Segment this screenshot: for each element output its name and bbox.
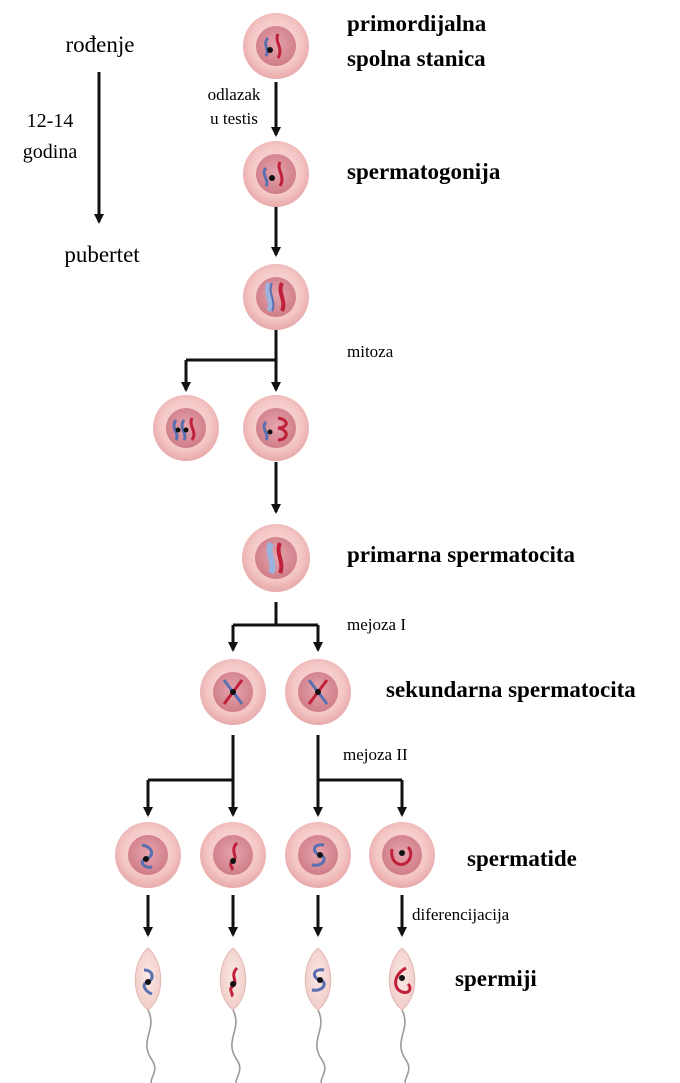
sperm-2 — [219, 947, 247, 1083]
stage-spermatids: spermatide — [467, 846, 577, 871]
stage-spermatogonium: spermatogonija — [347, 159, 501, 184]
flow-arrows — [143, 82, 407, 937]
cell-mitosis-daughter-right — [243, 395, 309, 461]
cell-spermatogonium — [243, 141, 309, 207]
sperm-3 — [304, 947, 332, 1083]
cell-dividing — [243, 264, 309, 330]
stage-primordial-line2: spolna stanica — [347, 46, 486, 71]
cell-mitosis-daughter-left — [153, 395, 219, 461]
timeline-duration-line1: 12-14 — [27, 110, 74, 132]
cell-primary-spermatocyte — [242, 524, 310, 592]
stage-primary-spermatocyte: primarna spermatocita — [347, 542, 576, 567]
process-differentiation: diferencijacija — [412, 905, 510, 924]
arrow-meiosis2-right-bracket — [316, 735, 402, 782]
cell-spermatid-1 — [115, 822, 181, 888]
cell-spermatid-4 — [369, 822, 435, 888]
stage-sperm: spermiji — [455, 966, 537, 991]
cell-spermatid-2 — [200, 822, 266, 888]
process-meiosis-2: mejoza II — [343, 745, 408, 764]
arrow-meiosis1-bracket — [233, 602, 318, 627]
timeline-duration-line2: godina — [23, 141, 78, 163]
process-mitosis: mitoza — [347, 342, 394, 361]
process-migration-line2: u testis — [210, 109, 258, 128]
process-meiosis-1: mejoza I — [347, 615, 406, 634]
arrow-mitosis-bracket — [186, 330, 278, 362]
process-migration-line1: odlazak — [208, 85, 261, 104]
timeline-end-label: pubertet — [64, 242, 140, 267]
sperm-4 — [388, 947, 416, 1083]
cell-secondary-spermatocyte-left — [200, 659, 266, 725]
cell-spermatid-3 — [285, 822, 351, 888]
sperm-1 — [134, 947, 162, 1083]
cell-secondary-spermatocyte-right — [285, 659, 351, 725]
cell-primordial-germ-cell — [243, 13, 309, 79]
timeline-start-label: rođenje — [66, 32, 135, 57]
arrow-meiosis2-left-bracket — [148, 735, 235, 782]
stage-primordial-line1: primordijalna — [347, 11, 487, 36]
stage-secondary-spermatocyte: sekundarna spermatocita — [386, 677, 636, 702]
